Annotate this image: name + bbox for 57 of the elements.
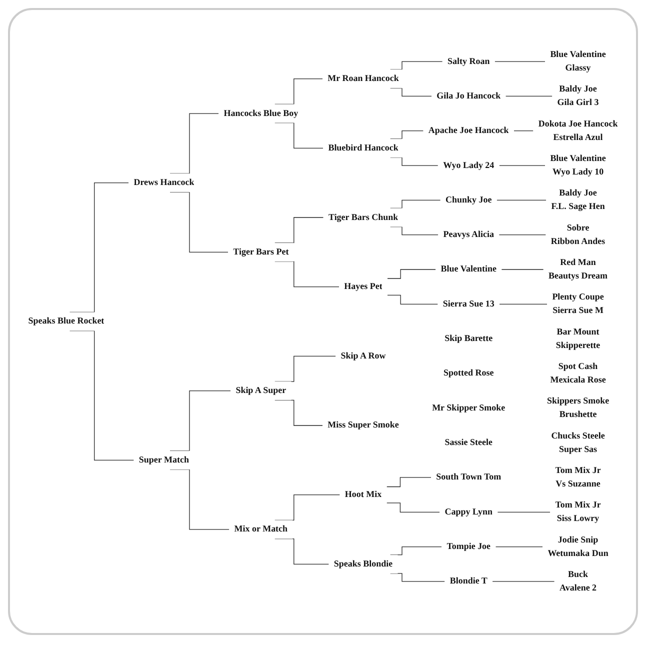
node-text: Gila Jo Hancock xyxy=(436,91,501,101)
connector xyxy=(386,502,440,512)
node-text: Blondie T xyxy=(450,576,488,586)
node-text: Plenty Coupe Sierra Sue M xyxy=(552,292,604,316)
node-text: Cappy Lynn xyxy=(444,507,492,517)
connector xyxy=(498,234,546,236)
node-text: Mr Skipper Smoke xyxy=(432,403,506,413)
node-text: Peavys Alicia xyxy=(443,230,494,240)
connector xyxy=(494,61,546,62)
node-text: Spotted Rose xyxy=(444,368,494,378)
node-text: Red Man Beautys Dream xyxy=(548,258,608,282)
node-text: Spot Cash Mexicala Rose xyxy=(550,362,606,386)
node-text: Tompie Joe xyxy=(446,542,491,552)
connector xyxy=(390,61,443,70)
connector xyxy=(514,130,534,132)
node-text: Baldy Joe F.L. Sage Hen xyxy=(551,188,605,212)
node-text: Sassie Steele xyxy=(444,438,492,448)
node-text: Blue Valentine Wyo Lady 10 xyxy=(550,154,606,178)
connector xyxy=(390,573,446,582)
connector xyxy=(387,269,436,279)
node-text: Chunky Joe xyxy=(446,195,492,205)
node-text: South Town Tom xyxy=(436,472,502,482)
node-text: Miss Super Smoke xyxy=(328,420,399,430)
connector xyxy=(274,356,336,382)
node-text: Skip A Row xyxy=(340,351,386,361)
node-text: Speaks Blondie xyxy=(334,559,393,569)
connector xyxy=(501,269,544,270)
connector xyxy=(274,261,340,288)
connector xyxy=(387,294,438,304)
node-text: Blue Valentine Glassy xyxy=(550,50,606,74)
connector xyxy=(498,165,546,166)
node-text: Dokota Joe Hancock Estrella Azul xyxy=(538,119,618,142)
node-text: Jodie Snip Wetumaka Dun xyxy=(548,535,608,558)
node-text: Buck Avalene 2 xyxy=(560,570,597,594)
connector xyxy=(386,477,432,488)
connector xyxy=(170,113,219,174)
node-text: Wyo Lady 24 xyxy=(443,160,494,170)
node-text: Tom Mix Jr Vs Suzanne xyxy=(555,466,601,490)
node-text: Skip Barette xyxy=(444,334,493,344)
node-text: Bar Mount Skipperette xyxy=(556,327,600,350)
connector xyxy=(495,546,543,548)
node-text: Sierra Sue 13 xyxy=(442,299,494,309)
node-text: Chucks Steele Super Sas xyxy=(551,431,605,454)
card-background: Speaks Blue Rocket Drews Hancock Super Match Hancocks Blue Boy Tiger Bars Pet Skip A Super Mix or Match Mr Roan Hancock Bluebird Hancock Tiger Bars Chunk Hayes Pet Skip A Row Miss Super Smoke Hoot Mix Speaks Blondie Salty Roan Gila Jo Hancock Apache Joe Hancock Wyo Lady 24 Chunky Joe Peavys Alicia Blue Valentine Sierra Sue 13 Skip Barette Spotted Rose Mr Skipper Smoke Sassie Steele South Town Tom Cappy Lynn Tompie Joe Blondie T Blue Valentine Glassy Baldy Joe Gila Girl 3 Dokota Joe Hancock Estrella Azul Blue Valentine Wyo Lady 10 Baldy Joe F.L. Sage Hen Sobre Ribbon Andes Red Man Beautys Dream Plenty Coupe Sierra Sue M Bar Mount Skipperette Spot Cash Mexicala Rose Skippers Smoke Brushette Chucks Steele Super Sas Tom Mix Jr Vs Suzanne Tom Mix Jr Siss Lowry Jodie Snip Wetumaka Dun Buck Avalene 2 xyxy=(8,8,638,635)
connector xyxy=(170,469,230,530)
connector xyxy=(492,581,555,582)
node-text: Salty Roan xyxy=(448,56,490,66)
node-text: Blue Valentine xyxy=(440,264,496,274)
connector xyxy=(390,157,438,166)
node-text: Hayes Pet xyxy=(344,282,382,292)
node-text: Sobre Ribbon Andes xyxy=(550,223,606,246)
node-text: Hoot Mix xyxy=(344,490,382,500)
node-text: Apache Joe Hancock xyxy=(428,126,509,136)
node-text: Tiger Bars Chunk xyxy=(328,212,398,222)
node-text: Skippers Smoke Brushette xyxy=(546,396,610,420)
node-text: Tom Mix Jr Siss Lowry xyxy=(555,500,601,524)
node-text: Baldy Joe Gila Girl 3 xyxy=(557,84,599,108)
